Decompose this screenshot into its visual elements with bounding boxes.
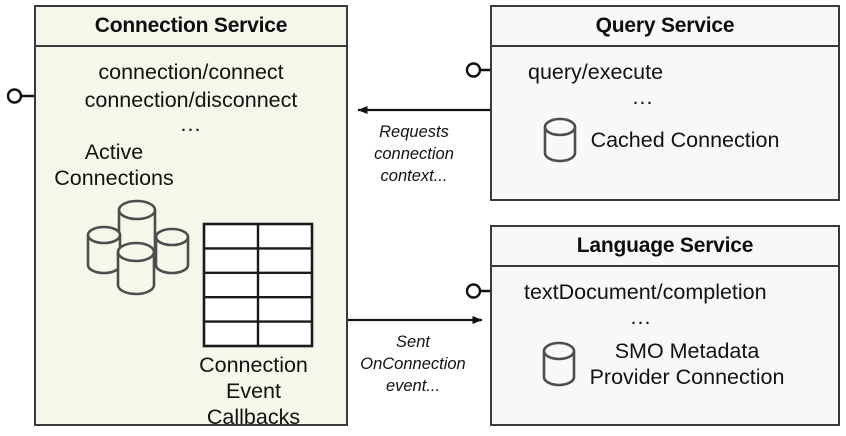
sent-label-line2: OnConnection [360, 354, 466, 373]
cached-connection-label: Cached Connection [590, 127, 780, 152]
active-connections-line2: Connections [54, 166, 174, 191]
requests-label-line2: connection [374, 144, 454, 163]
language-service-component[interactable]: Language Service textDocument/completion… [490, 225, 840, 426]
callbacks-line1: Connection [199, 353, 308, 377]
table-grid-icon [202, 222, 314, 348]
connection-service-component[interactable]: Connection Service connection/connect co… [34, 5, 348, 429]
cylinder-right [154, 227, 190, 275]
operations-ellipsis: ... [632, 84, 654, 109]
active-connections-line1: Active [84, 140, 144, 164]
sent-label-line3: event... [385, 376, 441, 395]
cylinder-left [86, 225, 122, 275]
edge-label-requests-connection-context: Requests connection context... [352, 122, 476, 188]
database-cluster-icon [86, 199, 190, 296]
callbacks-line2: Event [226, 379, 281, 404]
connection-service-title: Connection Service [36, 7, 346, 47]
operation-query-execute[interactable]: query/execute [528, 60, 664, 84]
active-connections-label: Active Connections [44, 139, 184, 191]
callbacks-line3: Callbacks [206, 405, 301, 430]
requests-label-line1: Requests [379, 123, 449, 141]
connection-service-body: connection/connect connection/disconnect… [36, 47, 346, 429]
smo-metadata-provider-row: SMO Metadata Provider Connection [492, 338, 838, 390]
sent-label-line1: Sent [396, 333, 430, 351]
query-service-component[interactable]: Query Service query/execute ... Cached C… [490, 5, 840, 201]
operations-ellipsis: ... [180, 112, 202, 137]
cylinder-front [116, 241, 156, 296]
query-service-body: query/execute ... Cached Connection [492, 47, 838, 199]
connection-event-callbacks-label: Connection Event Callbacks [166, 352, 341, 431]
requests-label-line3: context... [380, 166, 448, 185]
database-icon [543, 117, 576, 163]
query-service-operations: query/execute ... [492, 47, 838, 108]
smo-metadata-line1: SMO Metadata [614, 339, 760, 364]
database-icon [542, 341, 575, 387]
operation-connection-connect[interactable]: connection/connect [98, 60, 284, 84]
query-service-title: Query Service [492, 7, 838, 47]
language-service-operations: textDocument/completion ... [492, 267, 838, 328]
smo-metadata-provider-label: SMO Metadata Provider Connection [590, 338, 785, 390]
connection-service-operations: connection/connect connection/disconnect… [36, 47, 346, 136]
operation-connection-disconnect[interactable]: connection/disconnect [84, 87, 298, 112]
operation-textdocument-completion[interactable]: textDocument/completion [524, 280, 767, 304]
operations-ellipsis: ... [630, 304, 652, 329]
language-service-title: Language Service [492, 227, 838, 267]
language-service-body: textDocument/completion ... SMO Metadata… [492, 267, 838, 424]
edge-label-sent-onconnection-event: Sent OnConnection event... [348, 332, 478, 398]
cached-connection-row: Cached Connection [492, 116, 838, 164]
smo-metadata-line2: Provider Connection [589, 365, 785, 390]
